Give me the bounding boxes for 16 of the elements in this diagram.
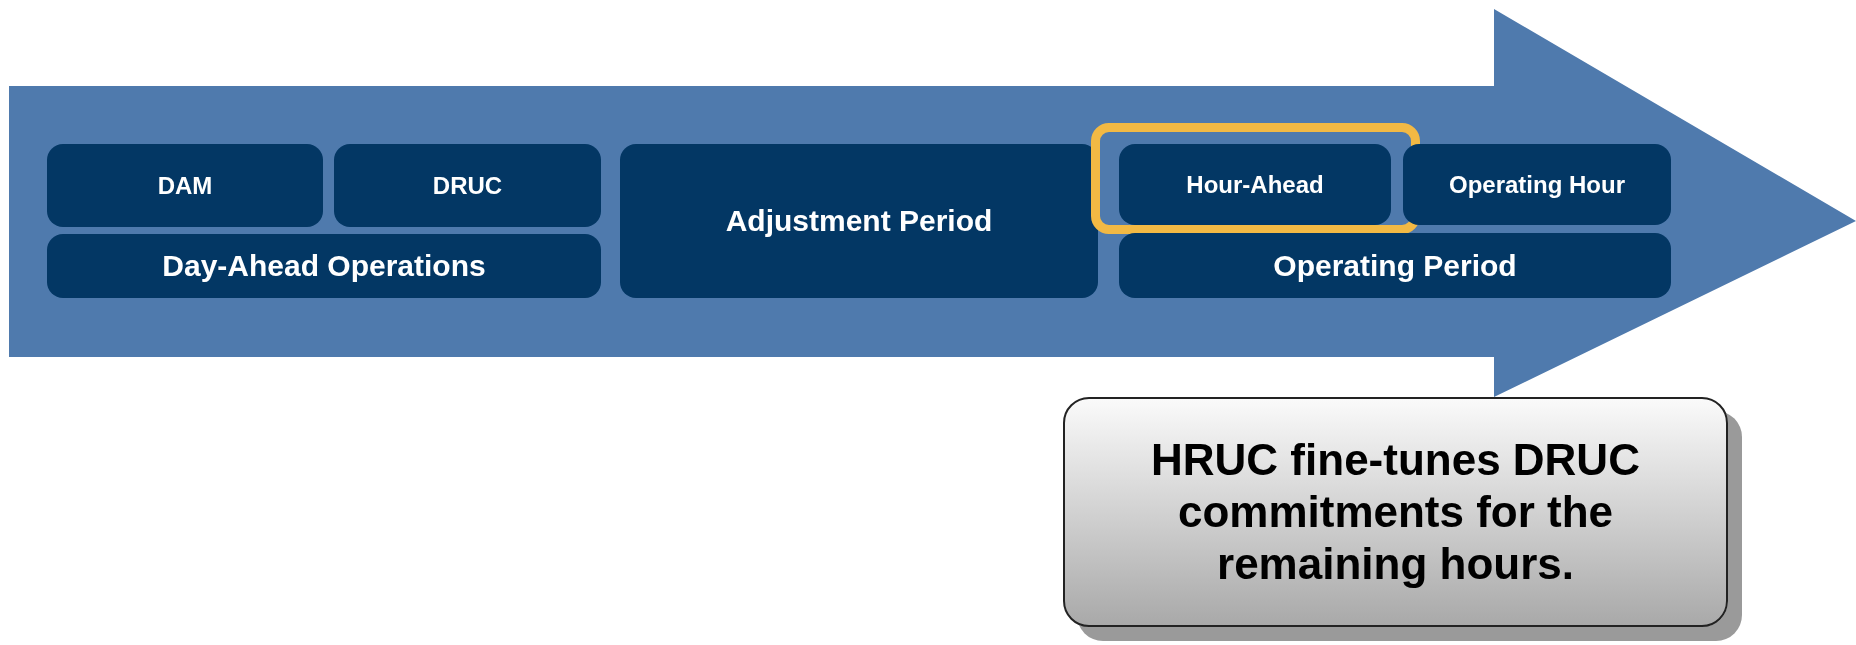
period-box <box>334 144 601 227</box>
period-label: Day-Ahead Operations <box>162 249 486 283</box>
period-box <box>620 144 1098 298</box>
period-label: Operating Hour <box>1449 170 1625 199</box>
callout-text: HRUC fine-tunes DRUC commitments for the remaining hours. <box>1150 434 1641 590</box>
period-box <box>1403 144 1671 225</box>
period-box <box>1119 144 1391 225</box>
period-label: DRUC <box>432 171 503 200</box>
highlight-frame <box>1091 123 1420 234</box>
period-label: Operating Period <box>1273 248 1517 283</box>
period-box <box>1119 233 1671 298</box>
period-label: DAM <box>157 171 213 200</box>
period-box <box>47 234 601 298</box>
period-label: Adjustment Period <box>725 204 993 238</box>
period-box <box>47 144 323 227</box>
period-label: Hour-Ahead <box>1186 170 1324 199</box>
